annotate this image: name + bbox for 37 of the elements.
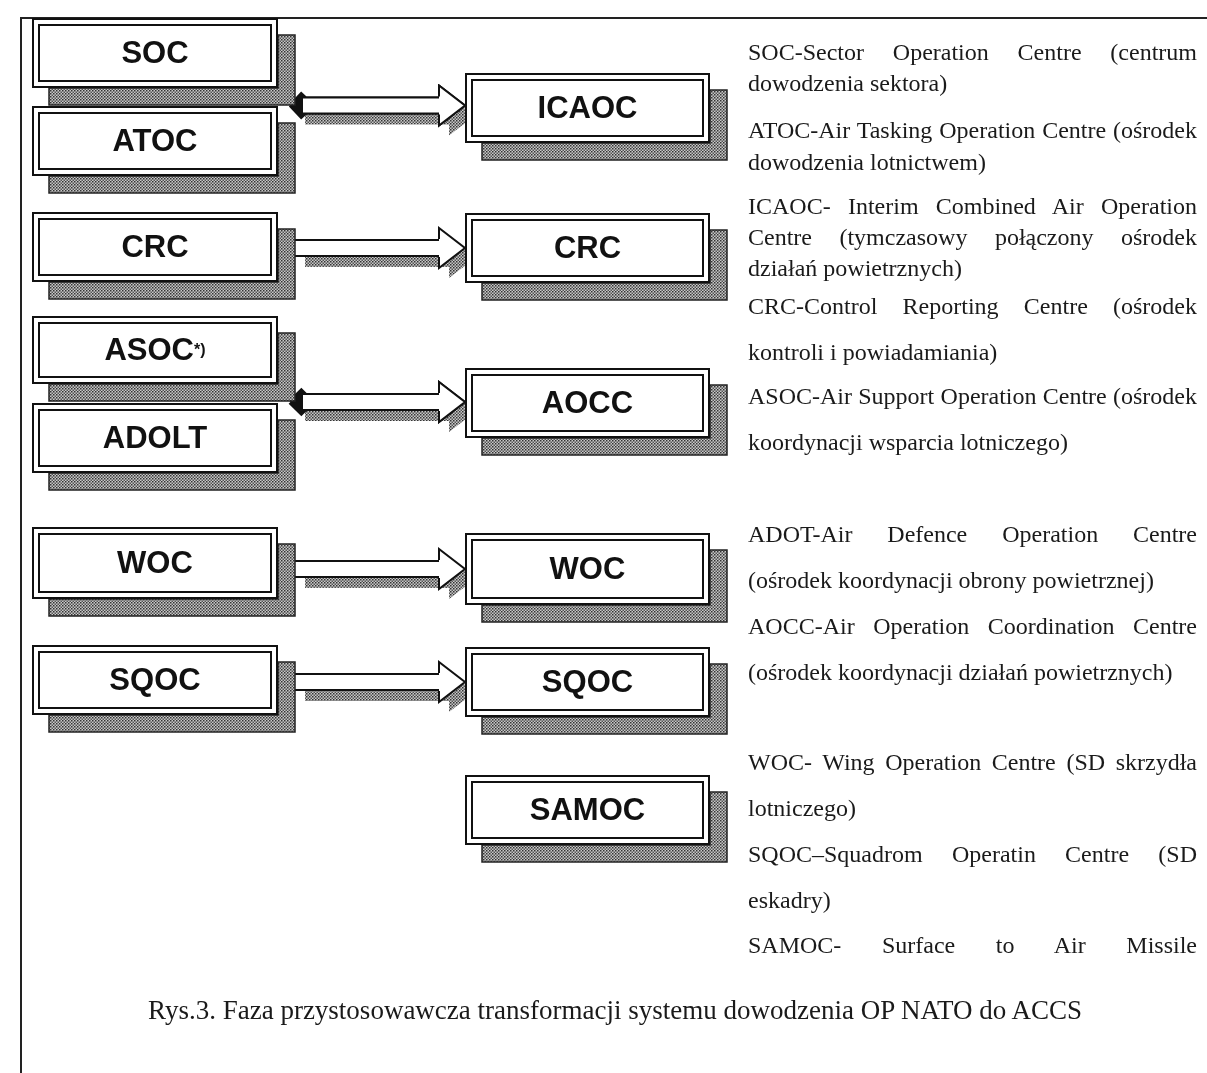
- process-box: [32, 18, 295, 105]
- process-box: [32, 106, 295, 193]
- box-label: ADOLT: [101, 419, 209, 457]
- figure-caption: Rys.3. Faza przystosowawcza transformacji systemu dowodzenia OP NATO do ACCS: [147, 995, 1083, 1026]
- definition-text: SOC-Sector Operation Centre (centrum dowodzenia sektora): [748, 38, 1197, 98]
- process-box: [465, 647, 727, 734]
- definition-text: ICAOC- Interim Combined Air Operation Centre (tymczasowy połączony ośrodek działań powietrznych): [748, 192, 1197, 283]
- process-box: [32, 316, 295, 401]
- process-box: [32, 645, 295, 732]
- box-label: ICAOC: [536, 89, 639, 127]
- box-label: ATOC: [111, 122, 199, 160]
- process-box: [32, 527, 295, 616]
- process-box: [32, 212, 295, 299]
- box-label: SQOC: [540, 663, 635, 701]
- box-label: SOC: [120, 34, 190, 72]
- definition-text: ATOC-Air Tasking Operation Centre (ośrodek dowodzenia lotnictwem): [748, 116, 1197, 177]
- process-box: [465, 73, 727, 160]
- process-box: [465, 368, 727, 455]
- box-label: ASOC$^{*)}$: [103, 331, 207, 369]
- box-label: WOC: [548, 550, 627, 588]
- process-box: [465, 213, 727, 300]
- box-label: CRC: [120, 228, 190, 266]
- definition-text: WOC- Wing Operation Centre (SD skrzydła lotniczego): [748, 748, 1197, 823]
- process-box: [32, 403, 295, 490]
- definition-text: SAMOC- Surface to Air Missile: [748, 931, 1197, 960]
- definition-text: ADOT-Air Defence Operation Centre (ośrodek koordynacji obrony powietrznej): [748, 520, 1197, 595]
- definition-text: ASOC-Air Support Operation Centre (ośrodek koordynacji wsparcia lotniczego): [748, 382, 1197, 457]
- box-label: SAMOC: [528, 791, 647, 829]
- definition-text: AOCC-Air Operation Coordination Centre (ośrodek koordynacji działań powietrznych): [748, 612, 1197, 687]
- process-box: [465, 533, 727, 622]
- box-label: AOCC: [540, 384, 635, 422]
- definition-text: CRC-Control Reporting Centre (ośrodek kontroli i powiadamiania): [748, 292, 1197, 367]
- definition-text: SQOC–Squadrom Operatin Centre (SD eskadry): [748, 840, 1197, 915]
- box-label: CRC: [552, 229, 623, 267]
- box-label: SQOC: [108, 661, 202, 699]
- box-label: WOC: [116, 544, 194, 582]
- process-box: [465, 775, 727, 862]
